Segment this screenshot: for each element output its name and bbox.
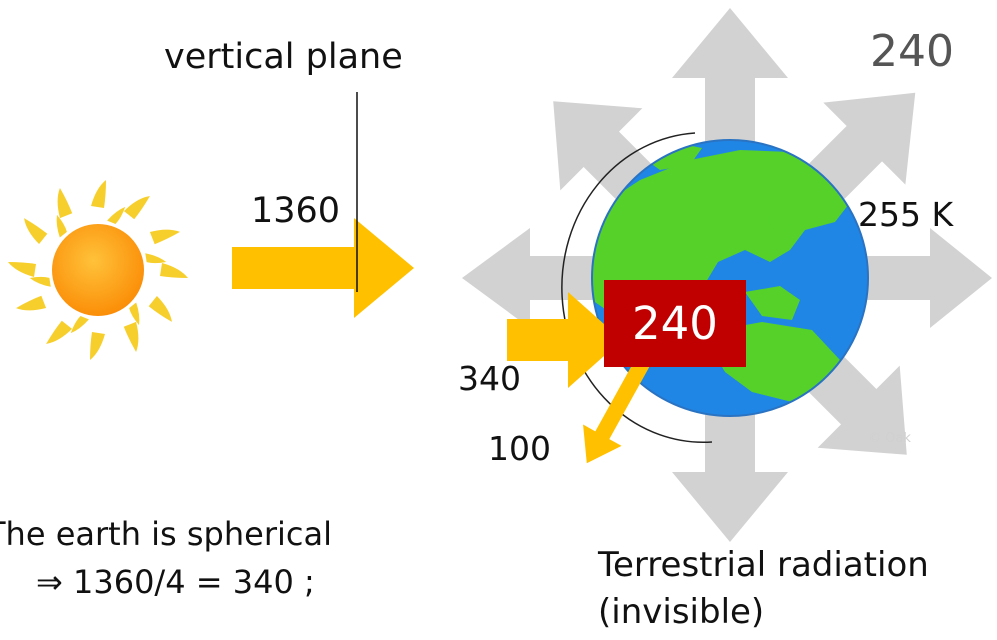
absorbed-value: 240 [632, 297, 718, 350]
earth-globe-icon [591, 139, 869, 417]
temperature-label: 255 K [858, 195, 954, 234]
note-line-2: ⇒ 1360/4 = 340 ; [36, 563, 315, 601]
incoming-value: 340 [458, 359, 521, 398]
terrestrial-arrow-left [462, 228, 650, 328]
watermark: © Oak [868, 431, 911, 446]
terrestrial-arrow-right [810, 228, 992, 328]
terrestrial-arrows [462, 8, 992, 542]
reflected-arrow [583, 356, 651, 464]
vertical-plane-label: vertical plane [164, 37, 403, 77]
incoming-arrow [507, 292, 622, 388]
reflected-value: 100 [488, 429, 551, 468]
terrestrial-label-line-1: Terrestrial radiation [598, 545, 929, 585]
outgoing-radiation-label: 240 [870, 26, 954, 77]
atmosphere-arc [561, 132, 713, 444]
terrestrial-label-line-2: (invisible) [598, 592, 765, 632]
solar-arrow [232, 218, 414, 318]
absorbed-badge: 240 [604, 280, 746, 367]
terrestrial-arrow-up [672, 8, 788, 198]
sun-icon [8, 180, 188, 360]
terrestrial-arrow-down [672, 358, 788, 542]
note-line-1: The earth is spherical [0, 515, 332, 553]
solar-constant-label: 1360 [251, 191, 341, 231]
